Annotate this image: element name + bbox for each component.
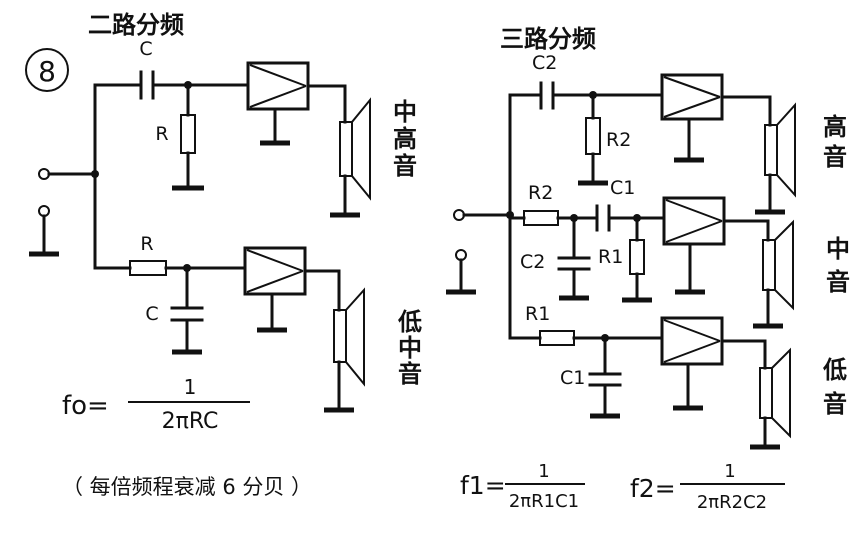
right-mid-cap-label: C1: [610, 177, 635, 199]
left-speaker-top-label-1: 中: [393, 98, 417, 126]
f1-num: 1: [538, 461, 549, 482]
figure-number: 8: [38, 55, 56, 88]
f1-den: 2πR1C1: [509, 491, 579, 512]
footer-note: （ 每倍频程衰减 6 分贝 ）: [62, 475, 312, 499]
right-speaker-low-label-2: 音: [823, 390, 847, 418]
right-cap-top-label: C2: [532, 52, 557, 74]
right-speaker-high-label-1: 高: [823, 113, 847, 141]
right-speaker-high: [764, 124, 778, 176]
left-speaker-low-label-1: 低: [397, 308, 422, 336]
left-res-top: [180, 114, 196, 154]
left-formula-den: 2πRC: [162, 409, 219, 434]
right-res-top-label: R2: [606, 129, 631, 151]
f2-num: 1: [724, 461, 735, 482]
right-speaker-mid: [762, 239, 776, 291]
left-formula-lhs: fo=: [62, 391, 109, 421]
right-speaker-low-label-1: 低: [822, 356, 847, 384]
right-speaker-high-label-2: 音: [823, 143, 847, 171]
right-amp-low: [660, 316, 724, 366]
right-speaker-mid-label-2: 音: [826, 268, 850, 296]
figure-number-circle: [25, 48, 69, 92]
left-amp-low: [243, 246, 307, 296]
left-speaker-low-label-2: 中: [398, 334, 422, 362]
left-res-low-label: R: [140, 233, 153, 255]
right-mid-cap2-label: C2: [520, 251, 545, 273]
left-cap-top-label: C: [139, 38, 152, 60]
right-title: 三路分频: [500, 25, 596, 53]
left-res-top-label: R: [155, 123, 168, 145]
left-res-low: [129, 260, 167, 276]
right-amp-mid: [662, 196, 726, 246]
right-speaker-mid-label-1: 中: [826, 235, 850, 263]
left-cap-low-label: C: [145, 303, 158, 325]
f2-lhs: f2=: [630, 474, 676, 503]
left-speaker-top: [339, 121, 353, 177]
f1-lhs: f1=: [460, 471, 506, 500]
right-mid-res-label: R2: [528, 182, 553, 204]
left-speaker-low: [333, 309, 347, 363]
left-title: 二路分频: [88, 11, 184, 39]
right-amp-high: [660, 73, 724, 121]
left-amp-top: [246, 61, 310, 111]
f2-den: 2πR2C2: [697, 492, 767, 513]
left-speaker-low-label-3: 音: [398, 360, 422, 388]
right-speaker-low: [759, 367, 773, 419]
left-speaker-top-label-2: 高: [393, 125, 417, 153]
left-formula-num: 1: [184, 375, 197, 399]
left-speaker-top-label-3: 音: [393, 152, 417, 180]
right-mid-res2-label: R1: [598, 246, 623, 268]
right-low-cap-label: C1: [560, 367, 585, 389]
right-low-res-label: R1: [525, 303, 550, 325]
